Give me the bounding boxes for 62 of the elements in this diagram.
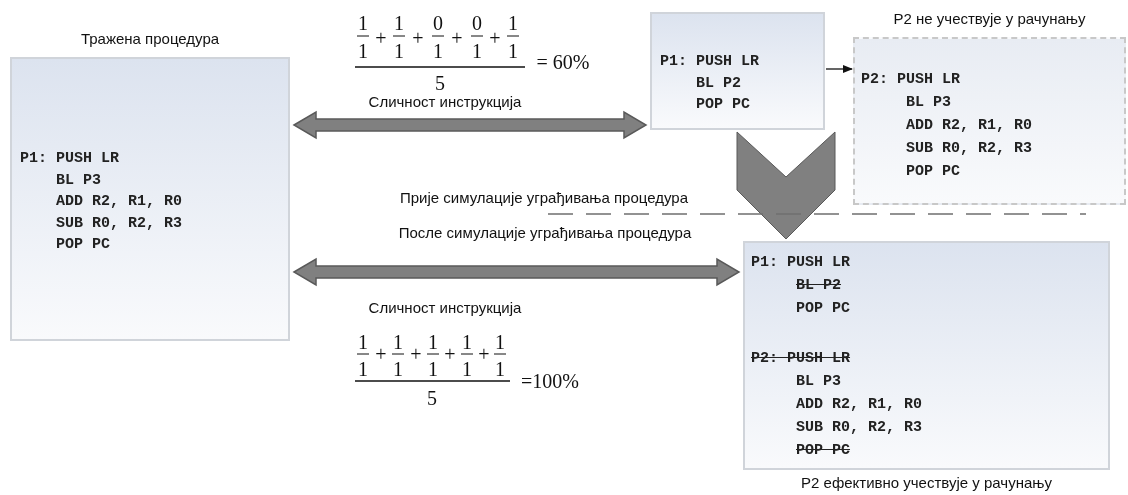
formula-digit: 1 bbox=[472, 41, 482, 61]
formula-digit: 1 bbox=[358, 41, 368, 61]
plus-sign: + bbox=[478, 344, 490, 364]
panel-caption: Тражена процедура bbox=[80, 30, 220, 47]
formula-digit: 1 bbox=[495, 332, 505, 352]
formula-digit: 5 bbox=[427, 388, 437, 408]
plus-sign: + bbox=[375, 344, 387, 364]
formula-digit: 1 bbox=[428, 332, 438, 352]
code-line: POP PC bbox=[795, 441, 850, 461]
formula-digit: 1 bbox=[428, 359, 438, 379]
formula-digit: 1 bbox=[393, 332, 403, 352]
formula-digit: 1 bbox=[495, 359, 505, 379]
formula-digit: 1 bbox=[393, 359, 403, 379]
code-line: BL P2 bbox=[695, 73, 741, 94]
code-line: ADD R2, R1, R0 bbox=[905, 116, 1033, 136]
formula-digit: 1 bbox=[358, 13, 368, 33]
panel-caption: P2 ефективно учествује у рачунању bbox=[801, 474, 1052, 491]
code-line: ADD R2, R1, R0 bbox=[795, 395, 923, 415]
formula-digit: 1 bbox=[394, 13, 404, 33]
formula-result: = 60% bbox=[536, 52, 590, 72]
code-line: SUB R0, R2, R3 bbox=[795, 418, 923, 438]
formula-digit: 0 bbox=[472, 13, 482, 33]
formula-digit: 1 bbox=[462, 332, 472, 352]
plus-sign: + bbox=[444, 344, 456, 364]
formula-digit: 1 bbox=[433, 41, 443, 61]
formula-digit: 5 bbox=[435, 73, 445, 93]
code-line: P2: PUSH LR bbox=[861, 70, 961, 90]
plus-sign: + bbox=[451, 28, 463, 48]
formula-digit: 0 bbox=[433, 13, 443, 33]
code-line: SUB R0, R2, R3 bbox=[905, 139, 1033, 159]
plus-sign: + bbox=[412, 28, 424, 48]
panel-caption: P2 не учествује у рачунању bbox=[893, 10, 1086, 27]
code-line: P1: PUSH LR bbox=[751, 253, 851, 273]
arrow bbox=[825, 64, 854, 74]
double-arrow bbox=[292, 257, 741, 287]
plus-sign: + bbox=[375, 28, 387, 48]
code-line: POP PC bbox=[695, 95, 750, 115]
code-line: P1: PUSH LR bbox=[20, 149, 120, 169]
plus-sign: + bbox=[489, 28, 501, 48]
code-line: BL P3 bbox=[905, 93, 951, 113]
code-line: POP PC bbox=[795, 299, 850, 319]
formula-digit: 1 bbox=[358, 359, 368, 379]
section-note: После симулације уграђивања процедура bbox=[398, 223, 692, 241]
code-line: SUB R0, R2, R3 bbox=[55, 213, 183, 234]
plus-sign: + bbox=[410, 344, 422, 364]
code-line: BL P2 bbox=[795, 276, 841, 296]
formula-result: =100% bbox=[521, 371, 579, 391]
code-line: BL P3 bbox=[795, 372, 841, 392]
code-line: POP PC bbox=[905, 162, 960, 182]
formula-digit: 1 bbox=[508, 41, 518, 61]
double-arrow bbox=[292, 110, 648, 140]
code-line: P2: PUSH LR bbox=[751, 349, 851, 369]
code-line: P1: PUSH LR bbox=[660, 52, 760, 72]
chevron-arrow bbox=[736, 131, 836, 240]
section-note: Прије симулације уграђивања процедура bbox=[400, 188, 688, 206]
code-line: BL P3 bbox=[55, 170, 101, 191]
formula-digit: 1 bbox=[358, 332, 368, 352]
code-line: POP PC bbox=[55, 235, 110, 255]
formula-digit: 1 bbox=[394, 41, 404, 61]
formula-digit: 1 bbox=[462, 359, 472, 379]
formula-digit: 1 bbox=[508, 13, 518, 33]
code-line: ADD R2, R1, R0 bbox=[55, 192, 183, 212]
